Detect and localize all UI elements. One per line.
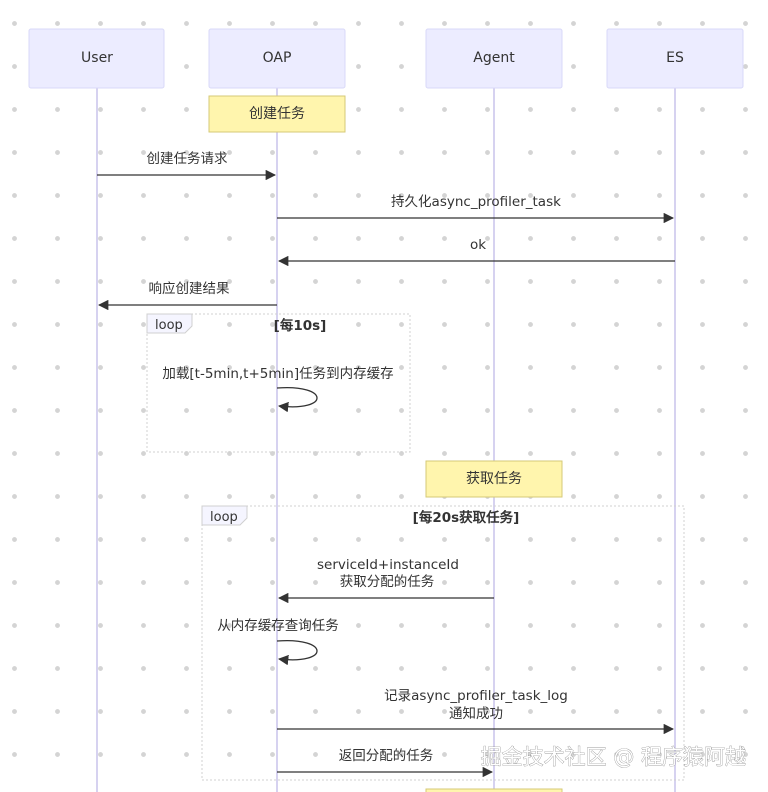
note-get-task-text: 获取任务 [466,471,522,487]
message-5-arrow [276,386,318,413]
note-create-task-text: 创建任务 [249,106,305,122]
participant-oap-label: OAP [263,50,292,66]
participant-user-label: User [81,50,113,66]
message-7-label: 从内存缓存查询任务 [217,618,339,634]
participant-es-label: ES [666,50,684,66]
message-8-label-line2: 通知成功 [449,705,503,722]
message-3-label: ok [470,237,486,253]
message-5-label: 加载[t-5min,t+5min]任务到内存缓存 [162,366,393,382]
loop-1-label: loop [155,318,183,333]
message-9-label: 返回分配的任务 [339,748,434,764]
message-1-label: 创建任务请求 [147,151,228,167]
participant-agent: Agent [425,28,563,89]
participant-oap: OAP [208,28,346,89]
watermark-text: 掘金技术社区 @ 程序猿阿越 [481,745,746,769]
message-4-label: 响应创建结果 [149,280,230,297]
loop-1-condition: [每10s] [274,317,327,334]
loop-2-label: loop [210,510,238,525]
participant-user: User [28,28,165,89]
loop-frame-2: loop [每20s获取任务] [201,505,685,781]
loop-frame-1: loop [每10s] [146,313,411,453]
note-get-task: 获取任务 [425,460,563,498]
message-8-label-line1: 记录async_profiler_task_log [384,688,568,704]
loop-2-condition: [每20s获取任务] [413,509,520,526]
note-partial [425,788,563,792]
note-create-task: 创建任务 [208,95,346,133]
participant-agent-label: Agent [473,50,515,66]
message-7-arrow [276,639,318,666]
message-2-label: 持久化async_profiler_task [391,194,561,210]
message-6-label-line2: 获取分配的任务 [340,574,435,590]
message-6-label-line1: serviceId+instanceId [317,557,459,573]
participant-es: ES [606,28,744,89]
